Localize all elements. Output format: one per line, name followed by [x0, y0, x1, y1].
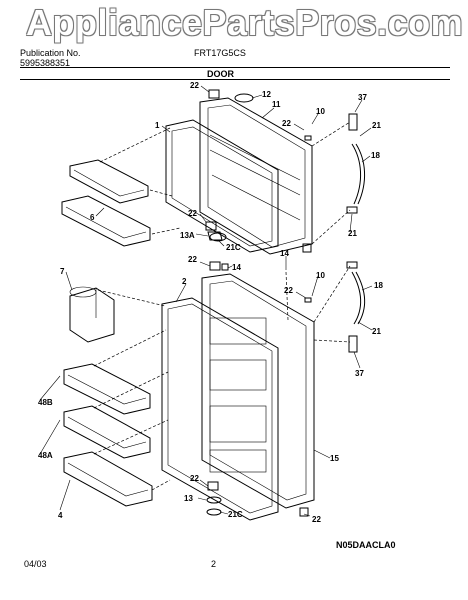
freezer-shelf-6: [61, 159, 151, 247]
door-shelf-48B: [63, 363, 151, 415]
label-22: 22: [282, 119, 291, 128]
label-22: 22: [312, 515, 321, 524]
label-1: 1: [155, 121, 160, 130]
label-6: 6: [90, 213, 95, 222]
page-number: 2: [211, 559, 217, 569]
label-22: 22: [188, 255, 197, 264]
label-15: 15: [330, 454, 339, 463]
fresh-food-door-15: [201, 273, 315, 509]
diagram-code: N05DAACLA0: [336, 540, 396, 550]
label-22: 22: [188, 209, 197, 218]
label-7: 7: [60, 267, 65, 276]
label-14: 14: [280, 249, 289, 258]
label-18: 18: [374, 281, 383, 290]
label-14: 14: [232, 263, 241, 272]
butter-bin-7: [69, 286, 115, 343]
label-21: 21: [372, 121, 381, 130]
door-shelf-4: [63, 451, 153, 507]
label-21C: 21C: [226, 243, 241, 252]
label-4: 4: [58, 511, 63, 520]
callout-labels: 22 12 11 10 22 37 21 1 18 6 22 13A 21C 2…: [38, 81, 383, 524]
section-title: DOOR: [207, 69, 234, 79]
label-13: 13: [184, 494, 193, 503]
publication-number: 5995388351: [20, 58, 71, 68]
label-21: 21: [348, 229, 357, 238]
label-13A: 13A: [180, 231, 195, 240]
label-48B: 48B: [38, 398, 53, 407]
label-2: 2: [182, 277, 187, 286]
label-strokes: [39, 85, 373, 517]
label-22: 22: [190, 474, 199, 483]
footer-date: 04/03: [24, 559, 47, 569]
upper-hinge-parts: [205, 89, 366, 253]
label-37: 37: [358, 93, 367, 102]
freezer-door-11: [199, 97, 313, 255]
label-10: 10: [316, 271, 325, 280]
leader-lines: [93, 121, 351, 491]
lower-hinge-parts: [206, 261, 365, 517]
label-12: 12: [262, 90, 271, 99]
publication-label: Publication No.: [20, 48, 81, 58]
label-22: 22: [284, 286, 293, 295]
label-18: 18: [371, 151, 380, 160]
freezer-gasket-1: [165, 119, 279, 253]
label-48A: 48A: [38, 451, 53, 460]
label-21C: 21C: [228, 510, 243, 519]
fresh-food-gasket-2: [161, 297, 279, 521]
label-21: 21: [372, 327, 381, 336]
label-22: 22: [190, 81, 199, 90]
door-shelf-48A: [63, 405, 151, 459]
label-37: 37: [355, 369, 364, 378]
section-rule: [20, 79, 450, 80]
model-number: FRT17G5CS: [194, 48, 246, 58]
label-10: 10: [316, 107, 325, 116]
header-rule: [20, 67, 450, 68]
watermark-text: AppliancePartsPros.com: [26, 2, 464, 43]
label-11: 11: [272, 100, 281, 109]
